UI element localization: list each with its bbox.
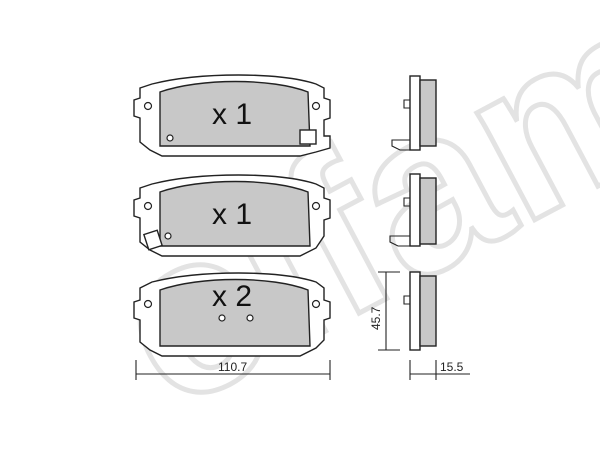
pad-2-quantity: x 1 <box>212 198 252 231</box>
mounting-hole <box>311 201 321 211</box>
wear-clip <box>142 229 164 251</box>
friction-lining <box>159 278 311 347</box>
side-friction-lining <box>419 177 437 245</box>
mounting-hole <box>164 232 172 240</box>
side-clip <box>389 235 410 247</box>
height-dimension-label: 45.7 <box>369 306 383 330</box>
mounting-hole <box>218 314 226 322</box>
brake-pad-1: x 1 <box>133 74 331 157</box>
side-backing-plate <box>409 271 421 351</box>
friction-lining <box>159 180 311 247</box>
pad-3-quantity: x 2 <box>212 280 252 313</box>
mounting-hole <box>143 299 153 309</box>
side-tab <box>403 99 410 109</box>
width-dimension: 110.7 <box>135 360 331 380</box>
side-friction-lining <box>419 275 437 347</box>
friction-lining <box>159 80 311 147</box>
side-view-1 <box>391 75 437 151</box>
side-clip <box>391 139 410 151</box>
mounting-hole <box>311 299 321 309</box>
mounting-hole <box>143 201 153 211</box>
mounting-hole <box>311 101 321 111</box>
side-backing-plate <box>409 75 421 151</box>
thickness-dimension: 15.5 <box>409 360 470 380</box>
side-tab <box>403 197 410 207</box>
side-friction-lining <box>419 79 437 147</box>
pad-1-quantity: x 1 <box>212 98 252 131</box>
side-view-3 <box>403 271 437 351</box>
wear-clip <box>299 129 317 145</box>
mounting-hole <box>246 314 254 322</box>
height-dimension: 45.7 <box>369 271 400 351</box>
mounting-hole <box>166 134 174 142</box>
brake-pad-3: x 2 <box>133 272 331 357</box>
thickness-dimension-label: 15.5 <box>440 360 464 374</box>
side-view-2 <box>389 173 437 247</box>
brake-pad-2: x 1 <box>133 174 331 257</box>
side-tab <box>403 295 410 305</box>
width-dimension-label: 110.7 <box>218 360 247 374</box>
side-backing-plate <box>409 173 421 247</box>
mounting-hole <box>143 101 153 111</box>
